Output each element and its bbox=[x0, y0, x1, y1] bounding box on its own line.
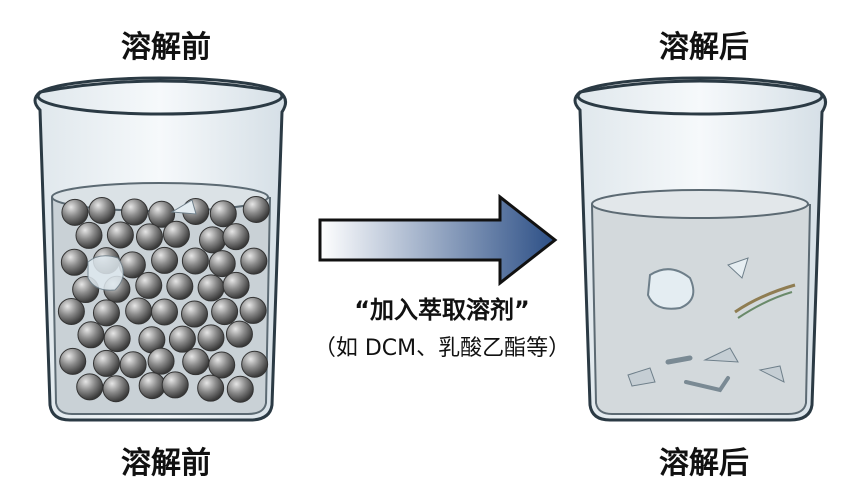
bead bbox=[121, 198, 149, 226]
polymer-beads bbox=[57, 195, 270, 403]
bead bbox=[208, 351, 236, 379]
bead bbox=[148, 200, 176, 228]
bead bbox=[161, 371, 189, 399]
bead bbox=[102, 375, 130, 403]
label-before-top: 溶解前 bbox=[121, 30, 211, 65]
bead bbox=[211, 298, 239, 326]
bead bbox=[106, 221, 134, 249]
bead bbox=[151, 246, 179, 274]
bead bbox=[197, 374, 225, 402]
bead bbox=[162, 220, 190, 248]
bead bbox=[222, 223, 250, 251]
bead bbox=[199, 226, 227, 254]
bead bbox=[125, 297, 153, 325]
bead bbox=[57, 297, 85, 325]
fiber bbox=[734, 283, 796, 314]
bead bbox=[75, 221, 103, 249]
bead bbox=[209, 200, 237, 228]
fragment bbox=[727, 257, 749, 279]
bead bbox=[239, 296, 267, 324]
bead bbox=[197, 324, 225, 352]
bead bbox=[103, 325, 131, 353]
bead bbox=[166, 272, 194, 300]
process-arrow bbox=[318, 193, 558, 287]
bead bbox=[61, 198, 89, 226]
label-after-top: 溶解后 bbox=[659, 30, 749, 65]
bead bbox=[135, 271, 163, 299]
fragment bbox=[87, 255, 124, 291]
bead bbox=[76, 373, 104, 401]
bead bbox=[222, 271, 250, 299]
bead bbox=[92, 349, 120, 377]
beaker-before bbox=[33, 76, 287, 422]
bead bbox=[225, 320, 253, 348]
bead bbox=[147, 347, 175, 375]
solvent-caption: “加入萃取溶剂” bbox=[354, 296, 530, 324]
bead bbox=[241, 350, 269, 378]
bead bbox=[242, 195, 270, 223]
bead bbox=[208, 250, 236, 278]
bead bbox=[182, 348, 210, 376]
fragment bbox=[170, 199, 197, 215]
film-piece bbox=[646, 268, 695, 310]
solvent-examples: （如 DCM、乳酸乙酯等） bbox=[313, 336, 571, 361]
bead bbox=[181, 247, 209, 275]
bead bbox=[119, 351, 147, 379]
bead bbox=[88, 196, 116, 224]
bead bbox=[151, 298, 179, 326]
bead bbox=[240, 247, 268, 275]
bead bbox=[197, 274, 225, 302]
label-after-bottom: 溶解后 bbox=[659, 446, 749, 481]
bead bbox=[77, 321, 105, 349]
bead bbox=[92, 299, 120, 327]
bead bbox=[226, 375, 254, 403]
beaker-after bbox=[573, 76, 827, 422]
bead bbox=[168, 325, 196, 353]
bead bbox=[60, 248, 88, 276]
label-before-bottom: 溶解前 bbox=[121, 446, 211, 481]
bead bbox=[135, 223, 163, 251]
bead bbox=[181, 300, 209, 328]
bead bbox=[138, 372, 166, 400]
bead bbox=[59, 347, 87, 375]
